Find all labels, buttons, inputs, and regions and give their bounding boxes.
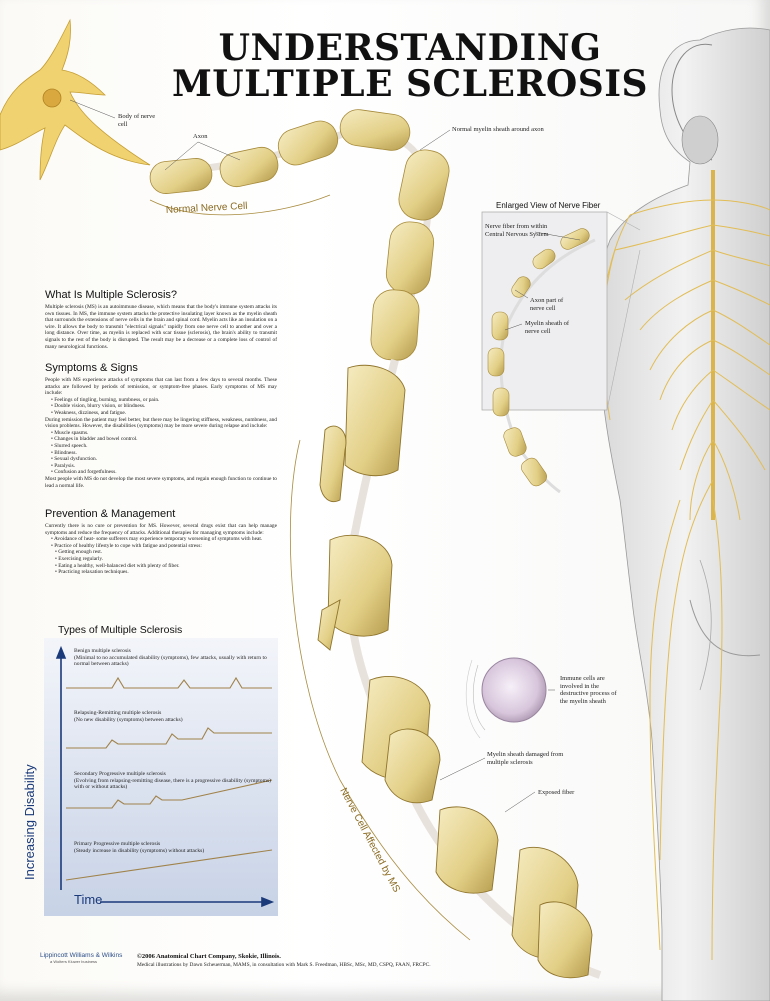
list-item: Getting enough rest. (55, 549, 277, 556)
list-item: Practice of healthy lifestyle to cope wi… (51, 543, 277, 550)
list-item: Muscle spasms. (51, 430, 277, 437)
list-item: Blindness. (51, 450, 277, 457)
immune-cell (465, 657, 547, 739)
label-immune-cells: Immune cells are involved in the destruc… (560, 675, 617, 705)
primary-progressive-curve (65, 849, 273, 881)
symptoms-intro: People with MS experience attacks of sym… (45, 377, 277, 397)
list-item: Avoidance of heat- some sufferers may ex… (51, 536, 277, 543)
list-item: Eating a healthy, well-balanced diet wit… (55, 563, 277, 570)
publisher-name: Lippincott Williams & Wilkins (40, 952, 123, 959)
list-item: Weakness, dizziness, and fatigue. (51, 410, 277, 417)
normal-nerve-cell-label: Normal Nerve Cell (166, 201, 248, 216)
type-desc: (Evolving from relapsing-remitting disea… (74, 777, 271, 791)
section-symptoms: Symptoms & Signs People with MS experien… (45, 362, 277, 489)
enlarged-view-box (481, 211, 641, 494)
label-myelin-sheath: Myelin sheath of nerve cell (525, 320, 570, 335)
list-item: Confusion and forgetfulness. (51, 469, 277, 476)
type-desc: (Steady increase in disability (symptoms… (74, 847, 205, 854)
x-axis-arrow (261, 896, 275, 908)
credit: Medical illustrations by Dawn Scheuerman… (137, 962, 431, 968)
leader-lines (69, 99, 581, 813)
secondary-progressive-curve (66, 779, 273, 809)
what-is-body: Multiple sclerosis (MS) is an autoimmune… (45, 304, 277, 350)
type-desc: (Minimal to no accumulated disability (s… (74, 654, 267, 668)
human-figure (597, 27, 770, 1001)
list-item: Feelings of tingling, burning, numbness,… (51, 397, 277, 404)
publisher-sub: a Wolters Kluwer business (50, 959, 98, 964)
label-normal-myelin: Normal myelin sheath around axon (452, 126, 544, 133)
prevention-intro: Currently there is no cure or prevention… (45, 523, 277, 536)
type-relapsing-remitting: Relapsing-Remitting multiple sclerosis (… (74, 710, 274, 723)
prevention-list: Avoidance of heat- some sufferers may ex… (45, 536, 277, 549)
enlarged-view-title: Enlarged View of Nerve Fiber (496, 201, 601, 210)
type-name: Benign multiple sclerosis (74, 648, 131, 654)
type-secondary-progressive: Secondary Progressive multiple sclerosis… (74, 771, 274, 791)
list-item: Slurred speech. (51, 443, 277, 450)
what-is-heading: What Is Multiple Sclerosis? (45, 289, 178, 301)
damaged-axon (317, 359, 602, 979)
list-item: Paralysis. (51, 463, 277, 470)
relapsing-remitting-curve (66, 727, 272, 749)
prevention-sub-list: Getting enough rest. Exercising regularl… (45, 549, 277, 575)
type-name: Relapsing-Remitting multiple sclerosis (74, 710, 162, 716)
section-what-is: What Is Multiple Sclerosis? Multiple scl… (45, 289, 277, 350)
type-primary-progressive: Primary Progressive multiple sclerosis (… (74, 841, 274, 854)
title-line-1: UNDERSTANDING (218, 27, 602, 69)
publisher-logo: Lippincott Williams & Wilkins a Wolters … (40, 952, 122, 964)
label-myelin-damaged: Myelin sheath damaged from multiple scle… (487, 751, 564, 766)
y-axis-label: Increasing Disability (22, 764, 37, 880)
section-prevention: Prevention & Management Currently there … (45, 508, 277, 576)
type-desc: (No new disability (symptoms) between at… (74, 716, 183, 723)
types-heading: Types of Multiple Sclerosis (58, 624, 183, 636)
prevention-heading: Prevention & Management (45, 508, 176, 520)
symptoms-middle: During remission the patient may feel be… (45, 416, 277, 430)
normal-axon (149, 109, 450, 361)
label-body-of-nerve-cell: Body of nerve cell (118, 113, 156, 128)
label-exposed-fiber: Exposed fiber (538, 789, 575, 796)
list-item: Changes in bladder and bowel control. (51, 436, 277, 443)
page-title: UNDERSTANDING MULTIPLE SCLEROSIS (150, 30, 670, 102)
list-item: Practicing relaxation techniques. (55, 569, 277, 576)
label-axon: Axon (193, 133, 208, 140)
symptoms-outro: Most people with MS do not develop the m… (45, 475, 277, 489)
types-panel (44, 638, 278, 916)
copyright: ©2006 Anatomical Chart Company, Skokie, … (137, 953, 281, 960)
label-axon-part: Axon part of nerve cell (530, 297, 564, 312)
y-axis-arrow (55, 645, 67, 659)
type-benign: Benign multiple sclerosis (Minimal to no… (74, 648, 274, 668)
type-name: Primary Progressive multiple sclerosis (74, 841, 161, 847)
list-item: Double vision, blurry vision, or blindne… (51, 403, 277, 410)
label-fiber-cns: Nerve fiber from within Central Nervous … (485, 223, 549, 238)
symptoms-heading: Symptoms & Signs (45, 362, 138, 374)
type-name: Secondary Progressive multiple sclerosis (74, 771, 166, 777)
benign-curve (66, 676, 272, 689)
early-symptoms-list: Feelings of tingling, burning, numbness,… (45, 397, 277, 417)
x-axis-label: Time (74, 892, 103, 907)
severe-symptoms-list: Muscle spasms. Changes in bladder and bo… (45, 430, 277, 476)
list-item: Exercising regularly. (55, 556, 277, 563)
title-line-2: MULTIPLE SCLEROSIS (171, 63, 649, 105)
list-item: Sexual dysfunction. (51, 456, 277, 463)
